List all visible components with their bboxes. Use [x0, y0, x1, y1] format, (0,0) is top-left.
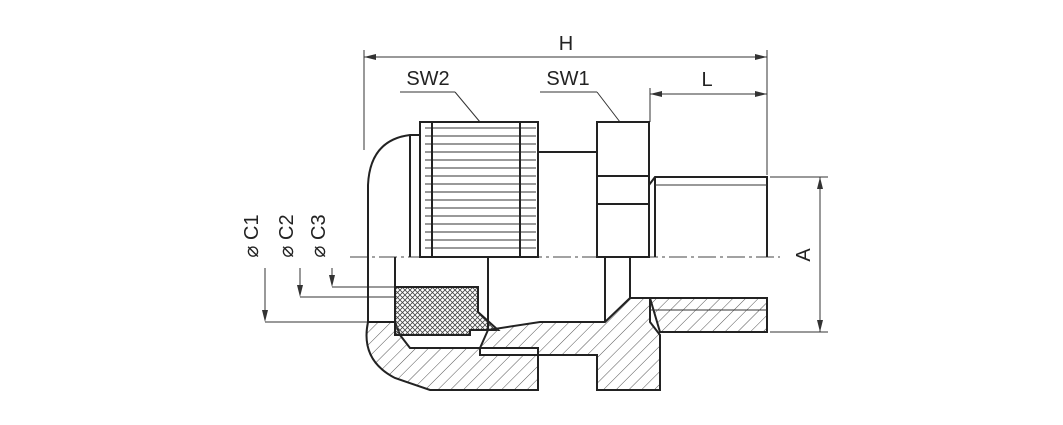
label-sw2: SW2 — [406, 68, 449, 90]
knurl-ribs — [425, 127, 536, 249]
dimension-l: L — [649, 69, 767, 122]
label-c1: ⌀ C1 — [241, 214, 263, 257]
gland-section-view — [365, 257, 768, 391]
dimension-c3: ⌀ C3 — [308, 214, 395, 288]
label-sw1: SW1 — [546, 68, 589, 90]
label-h: H — [559, 33, 573, 55]
label-a: A — [793, 248, 815, 262]
dimension-c2: ⌀ C2 — [276, 214, 395, 298]
dimension-a: A — [770, 176, 828, 333]
label-l: L — [701, 69, 712, 91]
label-c2: ⌀ C2 — [276, 214, 298, 257]
leader-sw1: SW1 — [540, 68, 621, 123]
leader-sw2: SW2 — [400, 68, 481, 123]
gland-outer-view — [367, 121, 768, 258]
dimension-h: H — [363, 33, 768, 175]
label-c3: ⌀ C3 — [308, 214, 330, 257]
